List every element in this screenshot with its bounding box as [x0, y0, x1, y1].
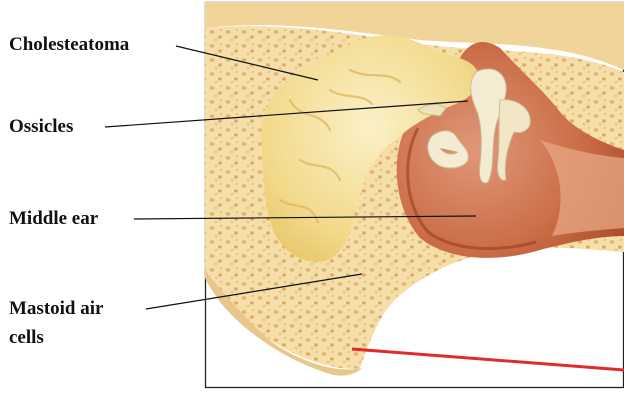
- label-ossicles: Ossicles: [9, 116, 73, 138]
- label-cholesteatoma: Cholesteatoma: [9, 34, 129, 56]
- label-middle-ear: Middle ear: [9, 208, 98, 230]
- label-mastoid-air-cells-line2: cells: [9, 327, 44, 349]
- label-mastoid-air-cells-line1: Mastoid air: [9, 298, 103, 320]
